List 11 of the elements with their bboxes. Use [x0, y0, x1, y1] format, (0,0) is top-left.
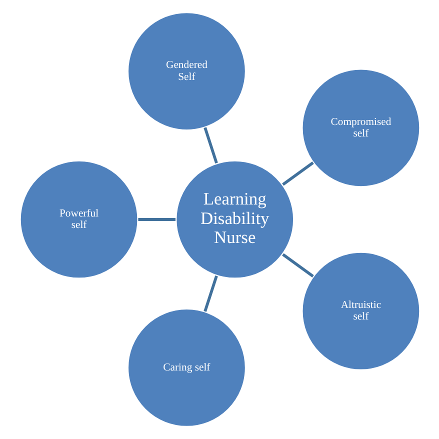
- node-circle: Caring self: [126, 308, 246, 428]
- node-circle: Compromised self: [300, 68, 421, 188]
- node-circle: Powerful self: [18, 159, 139, 280]
- node-circle: Learning Disability Nurse: [174, 159, 294, 280]
- connector: [203, 127, 218, 164]
- node-circle: Altruistic self: [300, 250, 421, 372]
- connector: [138, 218, 176, 221]
- connector: [203, 276, 218, 312]
- connector: [282, 253, 314, 278]
- connector: [282, 162, 314, 186]
- node-circle: Gendered Self: [126, 11, 246, 132]
